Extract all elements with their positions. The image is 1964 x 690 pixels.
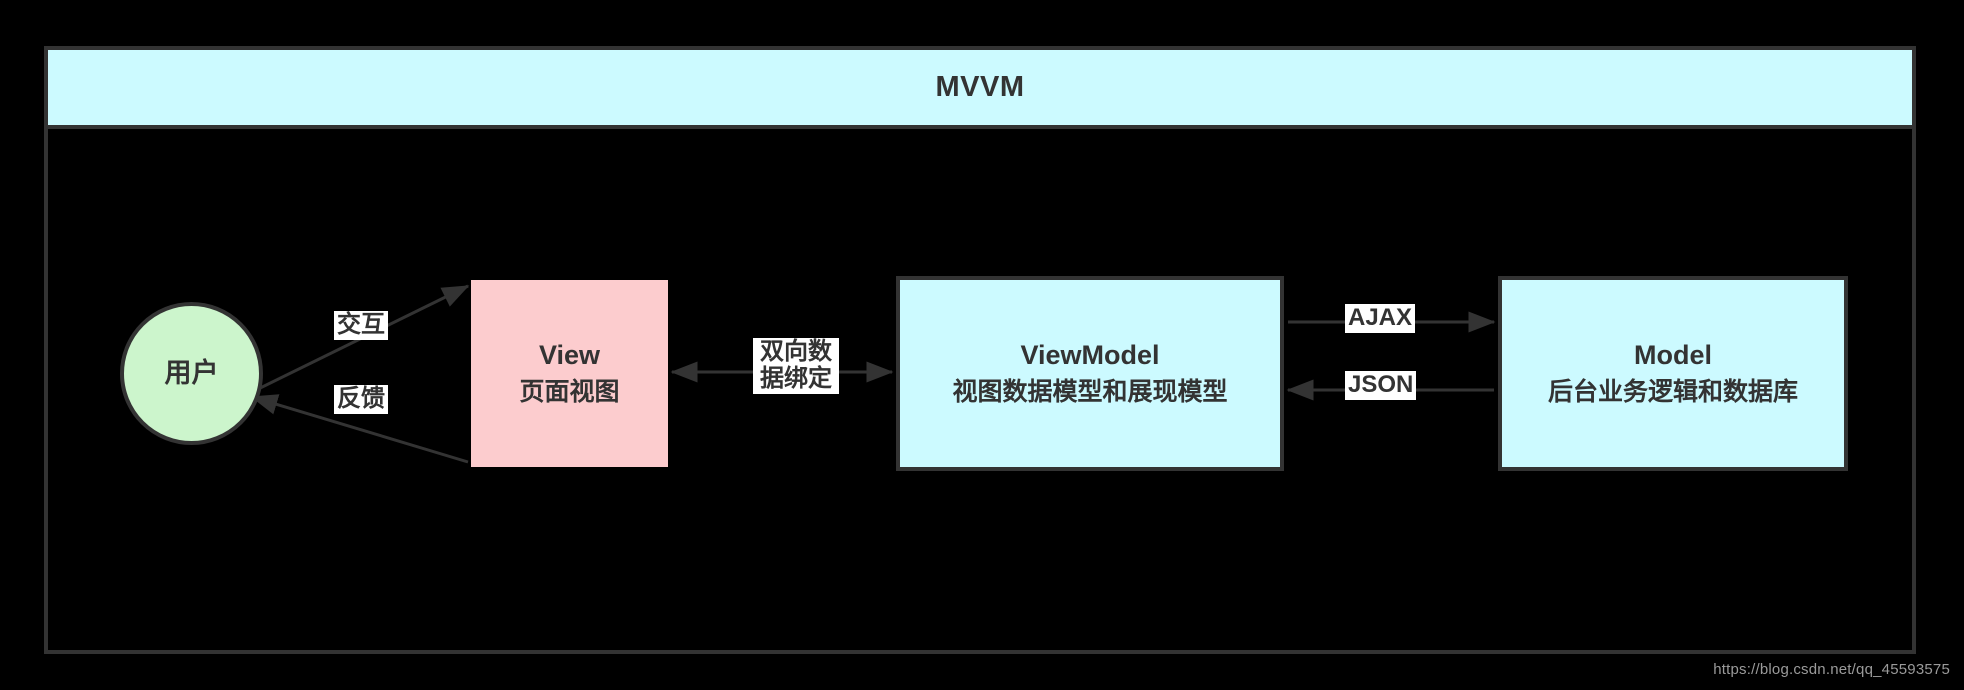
edge-label-two-way-binding: 双向数 据绑定 <box>753 338 839 394</box>
edge-label-interaction: 交互 <box>334 311 388 340</box>
node-view[interactable]: View 页面视图 <box>471 280 668 467</box>
node-viewmodel-title: ViewModel <box>1020 340 1160 370</box>
node-view-title: View <box>538 340 601 370</box>
node-viewmodel-subtitle: 视图数据模型和展现模型 <box>952 377 1228 406</box>
edge-label-ajax: AJAX <box>1345 304 1416 333</box>
diagram-title: MVVM <box>935 71 1025 103</box>
node-view-subtitle: 页面视图 <box>519 377 620 406</box>
node-model-subtitle: 后台业务逻辑和数据库 <box>1547 377 1798 406</box>
edge-label-feedback: 反馈 <box>334 385 388 414</box>
node-model-title: Model <box>1634 340 1712 370</box>
edge-label-json: JSON <box>1345 371 1417 400</box>
diagram-header-band: MVVM <box>48 50 1912 129</box>
node-viewmodel[interactable]: ViewModel 视图数据模型和展现模型 <box>896 276 1284 471</box>
node-user-label: 用户 <box>164 357 219 388</box>
node-model[interactable]: Model 后台业务逻辑和数据库 <box>1498 276 1848 471</box>
watermark-url: https://blog.csdn.net/qq_45593575 <box>1713 661 1950 678</box>
node-user[interactable]: 用户 <box>120 302 263 445</box>
